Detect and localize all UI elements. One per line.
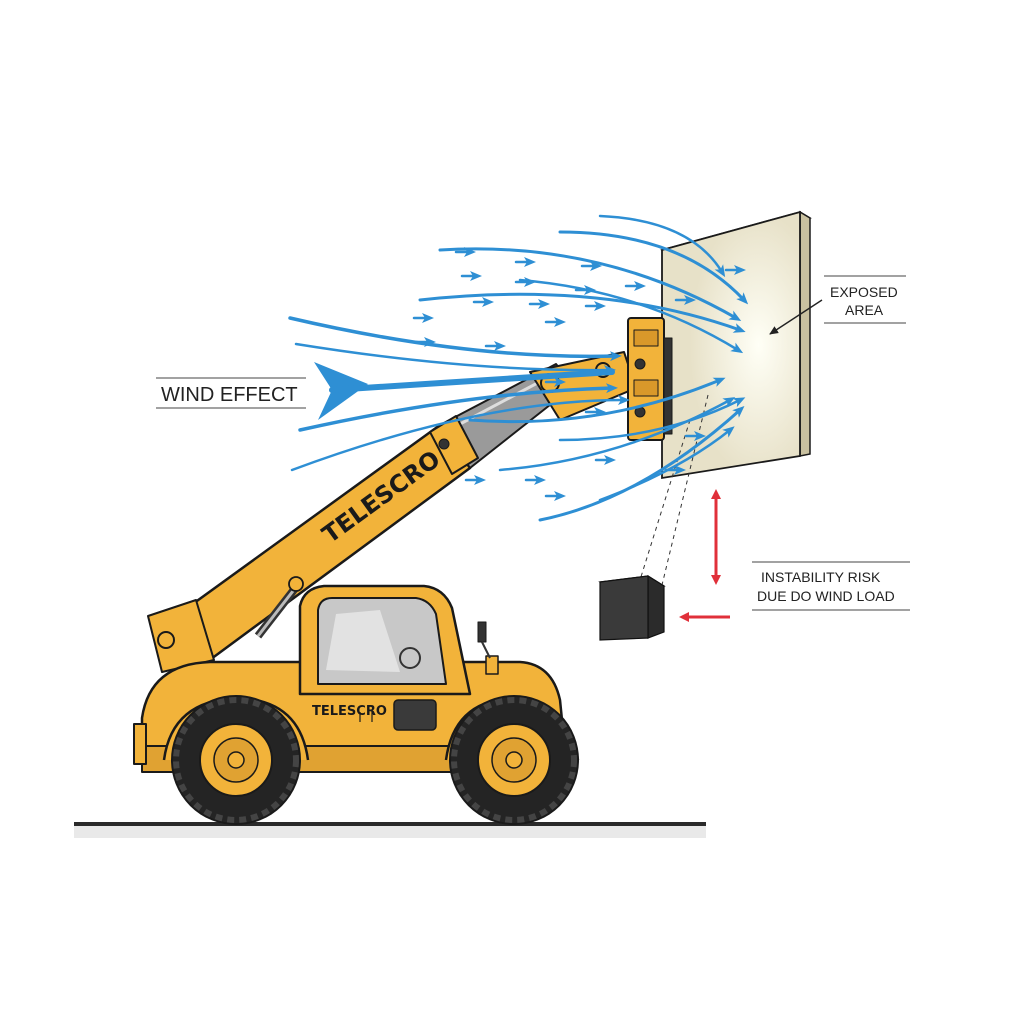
wind-stream [294, 342, 616, 376]
telehandler [133, 317, 673, 825]
front-wheel [449, 695, 579, 825]
wind-stream [598, 426, 735, 502]
body-brand-text: TELESCRO [312, 704, 387, 719]
exposed-area-line2: AREA [845, 302, 884, 318]
exposed-area-leader [769, 299, 823, 335]
wind-stream [518, 278, 744, 354]
exposed-area-label: EXPOSED AREA [824, 275, 906, 324]
wind-stream [598, 214, 726, 278]
ground [74, 822, 706, 838]
wind-stream [290, 395, 630, 472]
ballast-block [598, 574, 666, 641]
instability-line1: INSTABILITY RISK [761, 569, 881, 585]
wind-stream [558, 397, 746, 442]
instability-line2: DUE DO WIND LOAD [757, 588, 895, 604]
wind-effect-label: WIND EFFECT [156, 377, 306, 409]
wind-stream [288, 316, 622, 362]
instability-label: INSTABILITY RISK DUE DO WIND LOAD [752, 561, 910, 611]
wind-stream [558, 230, 749, 305]
load-lines [639, 394, 709, 586]
instability-arrows [679, 489, 730, 622]
wind-streams [288, 214, 749, 522]
wind-stream [498, 397, 736, 472]
exposed-area-line1: EXPOSED [830, 284, 898, 300]
wind-effect-text: WIND EFFECT [161, 384, 298, 406]
rear-wheel [171, 695, 301, 825]
wind-stream [298, 383, 618, 432]
wind-stream [418, 292, 746, 333]
